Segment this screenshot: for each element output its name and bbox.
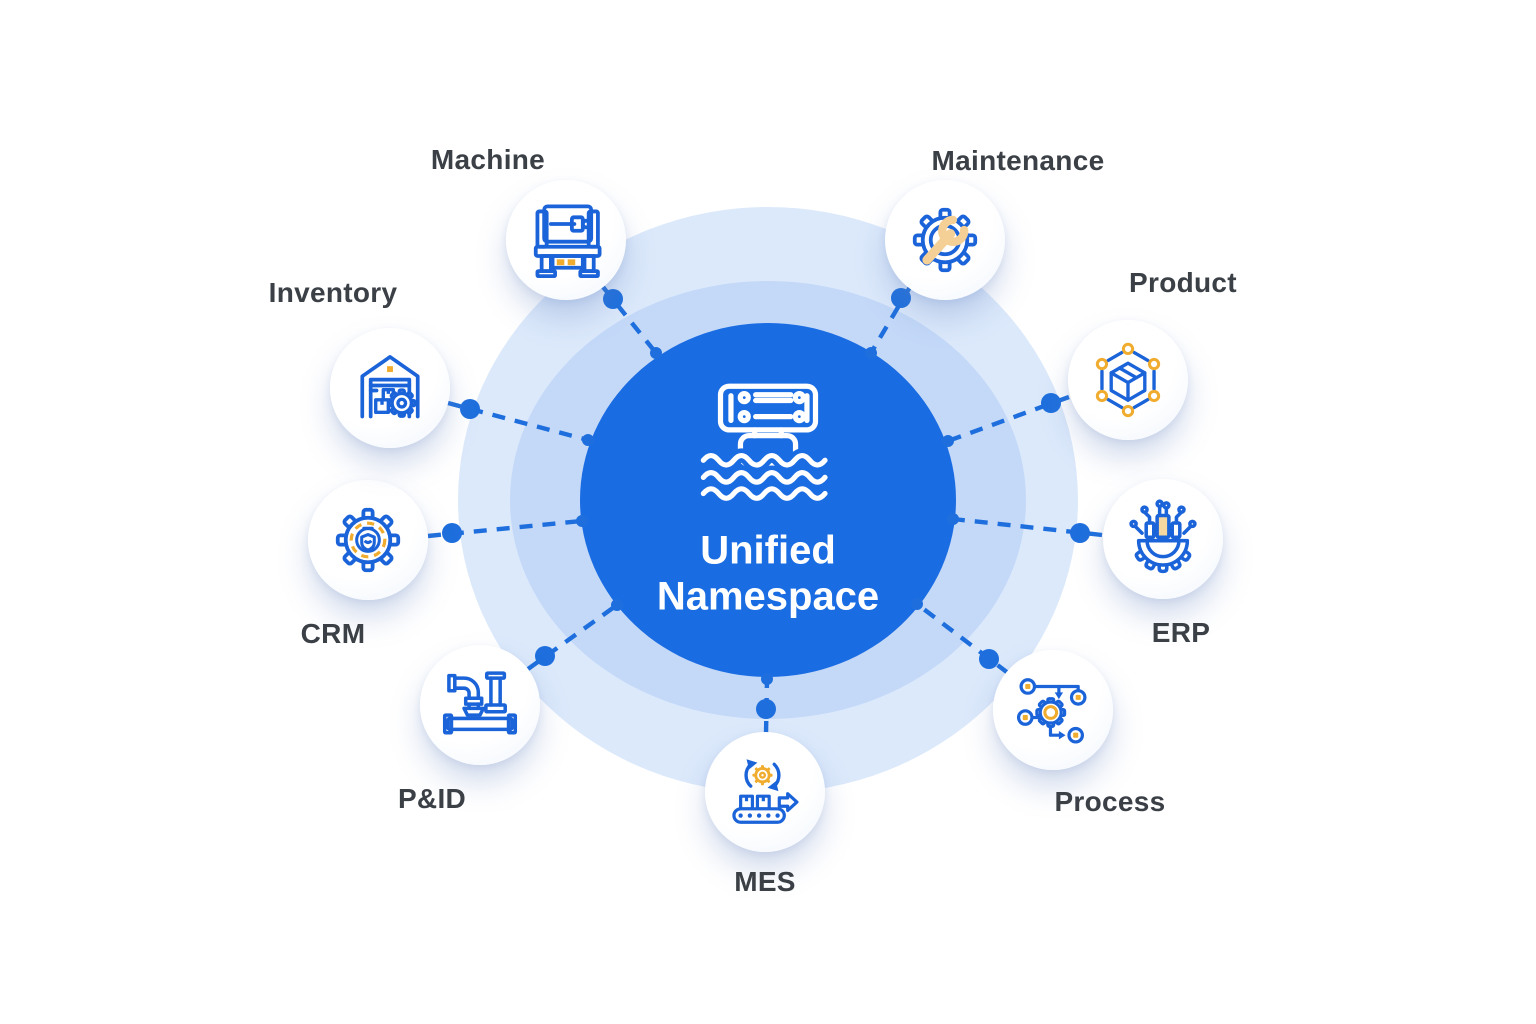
node-maintenance [885, 180, 1005, 300]
box-network-icon [1095, 342, 1161, 418]
conveyor-gear-icon [732, 759, 799, 824]
node-inventory [330, 328, 450, 448]
label-machine: Machine [430, 144, 546, 175]
label-crm: CRM [300, 618, 366, 649]
warehouse-gear-icon [360, 355, 420, 419]
node-product [1068, 320, 1188, 440]
node-erp [1103, 479, 1223, 599]
gear-shield-icon [335, 507, 401, 573]
center-title-line2: Namespace [656, 574, 880, 619]
connector-dots [442, 288, 1090, 719]
node-process [993, 650, 1113, 770]
server-floating-on-water-icon [696, 383, 833, 506]
label-maintenance: Maintenance [931, 145, 1105, 176]
gear-circuit-icon [1129, 499, 1197, 574]
gear-wrench-icon [912, 207, 978, 273]
machine-icon [533, 204, 602, 279]
center-title-line1: Unified [700, 528, 836, 573]
node-pid [420, 645, 540, 765]
pipes-icon [442, 671, 518, 735]
node-crm [308, 480, 428, 600]
center-title: Unified Namespace [657, 528, 879, 620]
node-machine [506, 180, 626, 300]
label-inventory: Inventory [268, 277, 398, 308]
label-mes: MES [734, 866, 796, 897]
node-mes [705, 732, 825, 852]
label-pid: P&ID [397, 783, 467, 814]
label-erp: ERP [1151, 617, 1211, 648]
gear-flow-icon [1016, 678, 1087, 744]
label-product: Product [1129, 267, 1237, 298]
center-hub: Unified Namespace [588, 381, 948, 620]
label-process: Process [1054, 786, 1166, 817]
